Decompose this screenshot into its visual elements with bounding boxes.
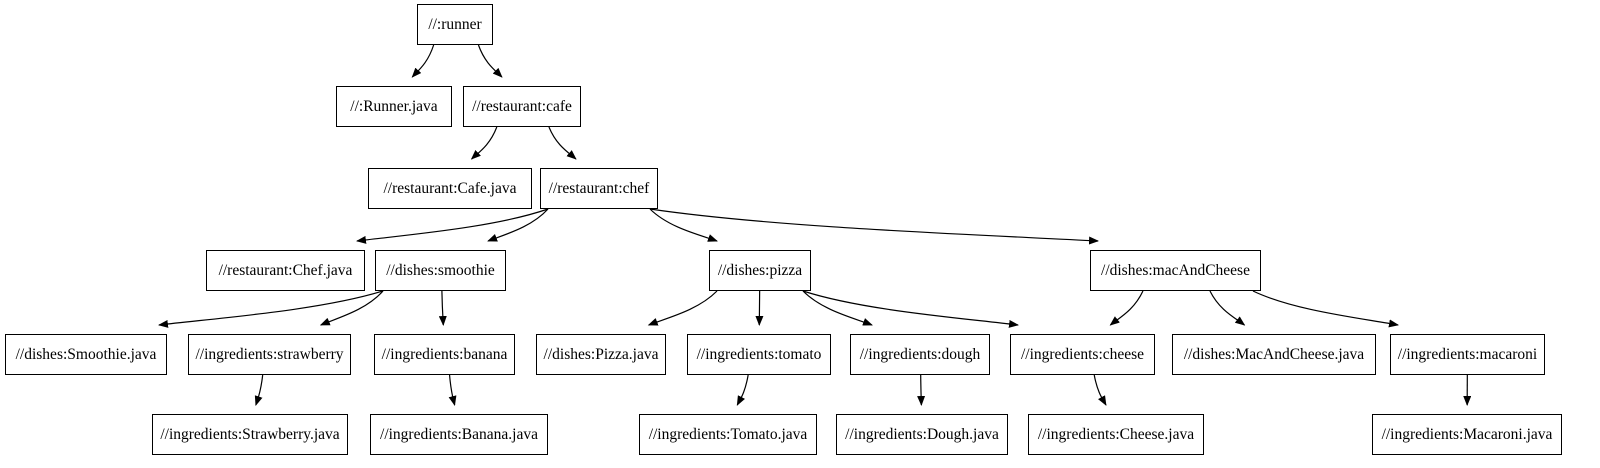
graph-node-pizza_java[interactable]: //dishes:Pizza.java — [536, 334, 666, 375]
graph-node-label: //ingredients:banana — [381, 345, 508, 363]
graph-node-runner_java[interactable]: //:Runner.java — [336, 86, 452, 127]
graph-node-label: //restaurant:Chef.java — [218, 261, 353, 279]
graph-node-strawberry[interactable]: //ingredients:strawberry — [188, 334, 351, 375]
graph-node-cheese_java[interactable]: //ingredients:Cheese.java — [1028, 414, 1204, 455]
graph-node-tomato_java[interactable]: //ingredients:Tomato.java — [639, 414, 817, 455]
graph-node-label: //ingredients:Cheese.java — [1037, 425, 1195, 443]
graph-node-label: //ingredients:dough — [859, 345, 981, 363]
graph-node-cheese[interactable]: //ingredients:cheese — [1010, 334, 1155, 375]
graph-node-label: //dishes:Pizza.java — [543, 345, 659, 363]
graph-node-cafe[interactable]: //restaurant:cafe — [463, 86, 581, 127]
graph-node-chef[interactable]: //restaurant:chef — [540, 168, 658, 209]
graph-node-label: //ingredients:strawberry — [195, 345, 344, 363]
graph-node-strawberry_java[interactable]: //ingredients:Strawberry.java — [152, 414, 348, 455]
graph-node-label: //restaurant:Cafe.java — [383, 179, 517, 197]
graph-node-runner[interactable]: //:runner — [417, 4, 493, 45]
graph-node-macandcheese_java[interactable]: //dishes:MacAndCheese.java — [1172, 334, 1376, 375]
graph-node-label: //ingredients:cheese — [1020, 345, 1145, 363]
graph-node-dough[interactable]: //ingredients:dough — [850, 334, 990, 375]
graph-node-label: //:runner — [428, 15, 482, 33]
graph-node-label: //ingredients:Dough.java — [845, 425, 999, 443]
graph-node-smoothie_java[interactable]: //dishes:Smoothie.java — [5, 334, 167, 375]
graph-node-tomato[interactable]: //ingredients:tomato — [687, 334, 831, 375]
graph-node-macandcheese[interactable]: //dishes:macAndCheese — [1090, 250, 1261, 291]
graph-node-label: //ingredients:Tomato.java — [648, 425, 808, 443]
graph-node-chef_java[interactable]: //restaurant:Chef.java — [206, 250, 365, 291]
graph-node-banana[interactable]: //ingredients:banana — [374, 334, 515, 375]
graph-node-banana_java[interactable]: //ingredients:Banana.java — [370, 414, 548, 455]
graph-node-label: //ingredients:Macaroni.java — [1381, 425, 1553, 443]
graph-node-label: //ingredients:Strawberry.java — [160, 425, 340, 443]
graph-node-label: //ingredients:macaroni — [1397, 345, 1538, 363]
graph-node-smoothie[interactable]: //dishes:smoothie — [375, 250, 506, 291]
graph-node-label: //dishes:smoothie — [386, 261, 495, 279]
graph-node-label: //dishes:Smoothie.java — [15, 345, 157, 363]
graph-node-label: //dishes:MacAndCheese.java — [1183, 345, 1365, 363]
graph-node-dough_java[interactable]: //ingredients:Dough.java — [836, 414, 1008, 455]
graph-node-label: //dishes:pizza — [717, 261, 803, 279]
graph-node-label: //ingredients:Banana.java — [380, 425, 538, 443]
graph-node-macaroni_java[interactable]: //ingredients:Macaroni.java — [1372, 414, 1562, 455]
graph-node-macaroni[interactable]: //ingredients:macaroni — [1390, 334, 1545, 375]
graph-node-label: //restaurant:chef — [548, 179, 650, 197]
graph-node-label: //:Runner.java — [350, 97, 438, 115]
graph-node-cafe_java[interactable]: //restaurant:Cafe.java — [368, 168, 532, 209]
graph-node-pizza[interactable]: //dishes:pizza — [709, 250, 811, 291]
graph-node-label: //restaurant:cafe — [472, 97, 572, 115]
graph-node-label: //ingredients:tomato — [696, 345, 822, 363]
graph-node-label: //dishes:macAndCheese — [1101, 261, 1250, 279]
